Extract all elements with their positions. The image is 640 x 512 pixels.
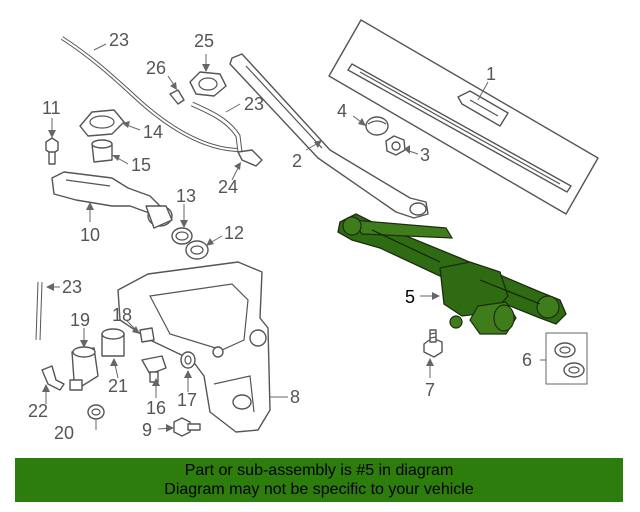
part-16-level-sensor xyxy=(141,355,167,383)
info-banner: Part or sub-assembly is #5 in diagram Di… xyxy=(15,458,623,502)
part-18-grommet xyxy=(139,327,155,343)
callout-23-middle: 23 xyxy=(244,94,264,114)
callout-4: 4 xyxy=(337,101,347,121)
leader-lines xyxy=(42,43,546,432)
callout-6: 6 xyxy=(522,350,532,370)
part-1-wiper-blade xyxy=(328,19,599,215)
callout-2: 2 xyxy=(292,151,302,171)
part-5-wiper-motor-linkage xyxy=(337,213,567,335)
part-13-ring xyxy=(171,227,193,245)
callout-23-left: 23 xyxy=(62,277,82,297)
part-19-washer-pump xyxy=(69,346,99,391)
callout-16: 16 xyxy=(146,398,166,418)
callout-5: 5 xyxy=(405,287,415,307)
part-6-grommets xyxy=(545,332,588,385)
part-9-screw xyxy=(173,417,201,437)
callout-25: 25 xyxy=(194,31,214,51)
part-24-connector xyxy=(237,149,263,167)
parts-diagram: 1 2 3 4 5 6 7 8 9 10 11 12 13 14 15 16 1… xyxy=(28,19,599,443)
callout-12: 12 xyxy=(224,223,244,243)
banner-line-1: Part or sub-assembly is #5 in diagram xyxy=(184,462,454,479)
part-17-grommet xyxy=(180,351,196,369)
callout-21: 21 xyxy=(108,376,128,396)
callout-18: 18 xyxy=(112,305,132,325)
callout-10: 10 xyxy=(80,225,100,245)
part-23-hose-middle xyxy=(190,101,243,153)
callout-1: 1 xyxy=(486,64,496,84)
callout-17: 17 xyxy=(177,390,197,410)
callout-24: 24 xyxy=(218,177,238,197)
part-14-cap xyxy=(79,109,125,137)
part-21-filter xyxy=(101,328,125,357)
callout-3: 3 xyxy=(420,145,430,165)
callout-14: 14 xyxy=(143,122,163,142)
callout-23-upper: 23 xyxy=(109,30,129,50)
callout-22: 22 xyxy=(28,401,48,421)
part-3-nut xyxy=(385,135,406,156)
callout-7: 7 xyxy=(425,380,435,400)
callout-8: 8 xyxy=(290,387,300,407)
part-26-check-valve xyxy=(169,89,185,105)
part-22-connector xyxy=(41,365,65,391)
part-7-bolt xyxy=(423,329,443,358)
part-2-wiper-arm xyxy=(229,53,429,219)
part-12-seal xyxy=(185,240,209,260)
callout-13: 13 xyxy=(176,186,196,206)
part-23-hose-left xyxy=(35,281,43,341)
callout-11: 11 xyxy=(42,98,61,118)
part-25-washer-nozzle xyxy=(189,71,227,97)
callout-20: 20 xyxy=(54,423,74,443)
part-4-cap xyxy=(365,116,389,136)
part-15-filter xyxy=(91,139,113,163)
callout-19: 19 xyxy=(70,310,90,330)
part-8-washer-reservoir xyxy=(117,261,271,433)
part-10-filler-neck xyxy=(51,171,173,229)
part-20-seal xyxy=(87,404,105,420)
banner-line-2: Diagram may not be specific to your vehi… xyxy=(164,481,474,498)
part-23-hose-upper xyxy=(60,36,241,152)
callout-9: 9 xyxy=(142,420,152,440)
part-11-bolt xyxy=(45,137,59,165)
callout-15: 15 xyxy=(131,155,151,175)
callout-labels: 1 2 3 4 5 6 7 8 9 10 11 12 13 14 15 16 1… xyxy=(28,30,532,443)
callout-26: 26 xyxy=(146,58,166,78)
